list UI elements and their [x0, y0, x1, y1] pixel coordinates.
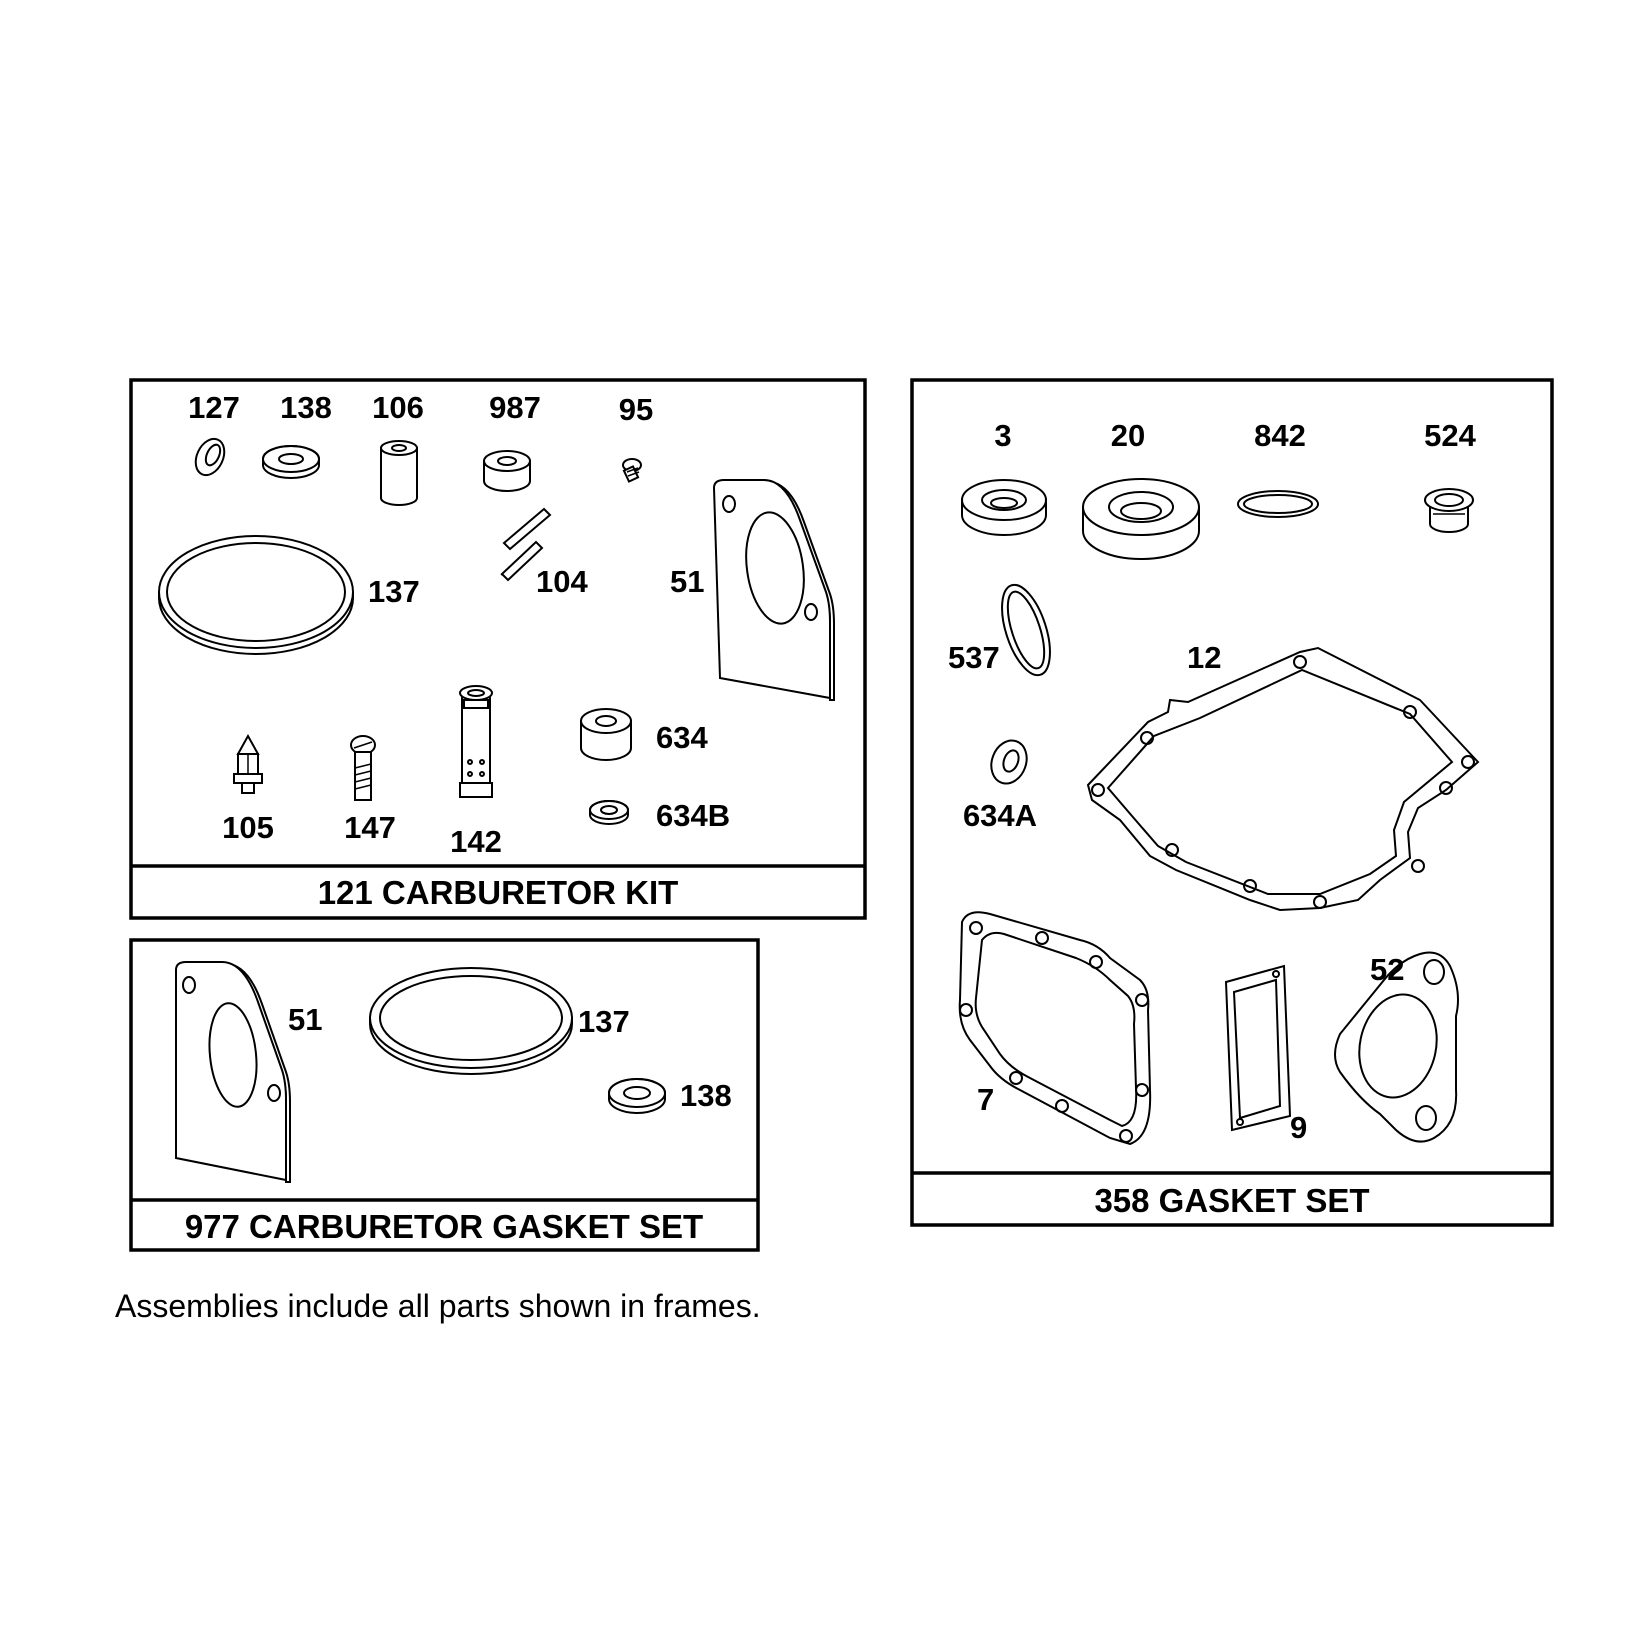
- part-138-washer: [262, 445, 320, 479]
- carburetor-gasket-set-frame: 977 CARBURETOR GASKET SET 51 137 138: [129, 938, 760, 1252]
- gasket-set-border: [910, 378, 1554, 1227]
- part-label-137: 137: [578, 1004, 630, 1039]
- part-137-o-ring: [369, 967, 573, 1075]
- part-label-634a: 634A: [963, 798, 1037, 833]
- carburetor-gasket-set-border: [129, 938, 760, 1252]
- part-537-o-ring: [1001, 583, 1051, 677]
- part-label-106: 106: [372, 390, 424, 425]
- part-label-634b: 634B: [656, 798, 730, 833]
- part-51-gasket-plate: [712, 479, 835, 701]
- part-label-142: 142: [450, 824, 502, 859]
- carburetor-kit-border: [129, 378, 867, 920]
- part-label-3: 3: [994, 418, 1011, 453]
- gasket-set-frame: 358 GASKET SET 3 20 842 524 537 12 634A …: [910, 378, 1554, 1227]
- part-label-52: 52: [1370, 952, 1404, 987]
- part-3-oil-seal: [961, 479, 1047, 536]
- part-95-screw: [622, 458, 642, 483]
- part-138-washer: [608, 1078, 666, 1114]
- part-105-needle-valve: [233, 733, 263, 794]
- part-634a-seal: [990, 739, 1028, 785]
- part-634b-washer: [589, 800, 629, 825]
- part-label-7: 7: [977, 1082, 994, 1117]
- assemblies-footnote: Assemblies include all parts shown in fr…: [115, 1288, 761, 1324]
- part-label-634: 634: [656, 720, 708, 755]
- carburetor-kit-frame: 121 CARBURETOR KIT 127 138 106 987 95 13…: [129, 378, 867, 920]
- part-104-pin: [500, 507, 552, 582]
- part-label-12: 12: [1187, 640, 1221, 675]
- part-142-tube: [459, 685, 493, 798]
- part-106-bushing: [380, 440, 418, 506]
- part-12-crankcase-gasket: [1086, 646, 1480, 912]
- part-label-127: 127: [188, 390, 240, 425]
- part-9-gasket: [1224, 964, 1292, 1132]
- part-987-spacer: [483, 450, 531, 492]
- part-label-51: 51: [670, 564, 704, 599]
- part-524-plug: [1424, 488, 1474, 533]
- part-147-screw: [350, 735, 376, 801]
- part-label-95: 95: [619, 392, 653, 427]
- part-137-o-ring: [158, 535, 354, 655]
- gasket-set-title: 358 GASKET SET: [1094, 1182, 1369, 1219]
- part-label-20: 20: [1111, 418, 1145, 453]
- part-label-104: 104: [536, 564, 588, 599]
- part-label-138: 138: [280, 390, 332, 425]
- part-label-537: 537: [948, 640, 1000, 675]
- part-label-9: 9: [1290, 1110, 1307, 1145]
- carburetor-gasket-set-title: 977 CARBURETOR GASKET SET: [185, 1208, 703, 1245]
- carburetor-kit-title: 121 CARBURETOR KIT: [318, 874, 679, 911]
- part-label-138: 138: [680, 1078, 732, 1113]
- part-842-o-ring: [1237, 490, 1319, 518]
- part-7-head-gasket: [958, 911, 1152, 1146]
- part-label-147: 147: [344, 810, 396, 845]
- part-52-intake-gasket: [1334, 951, 1459, 1143]
- part-20-oil-seal: [1082, 478, 1200, 560]
- part-label-51: 51: [288, 1002, 322, 1037]
- part-51-gasket-plate: [175, 961, 291, 1183]
- part-label-524: 524: [1424, 418, 1476, 453]
- part-label-105: 105: [222, 810, 274, 845]
- part-label-987: 987: [489, 390, 541, 425]
- part-label-842: 842: [1254, 418, 1306, 453]
- part-127-washer: [194, 437, 226, 477]
- part-634-spacer: [580, 708, 632, 761]
- part-label-137: 137: [368, 574, 420, 609]
